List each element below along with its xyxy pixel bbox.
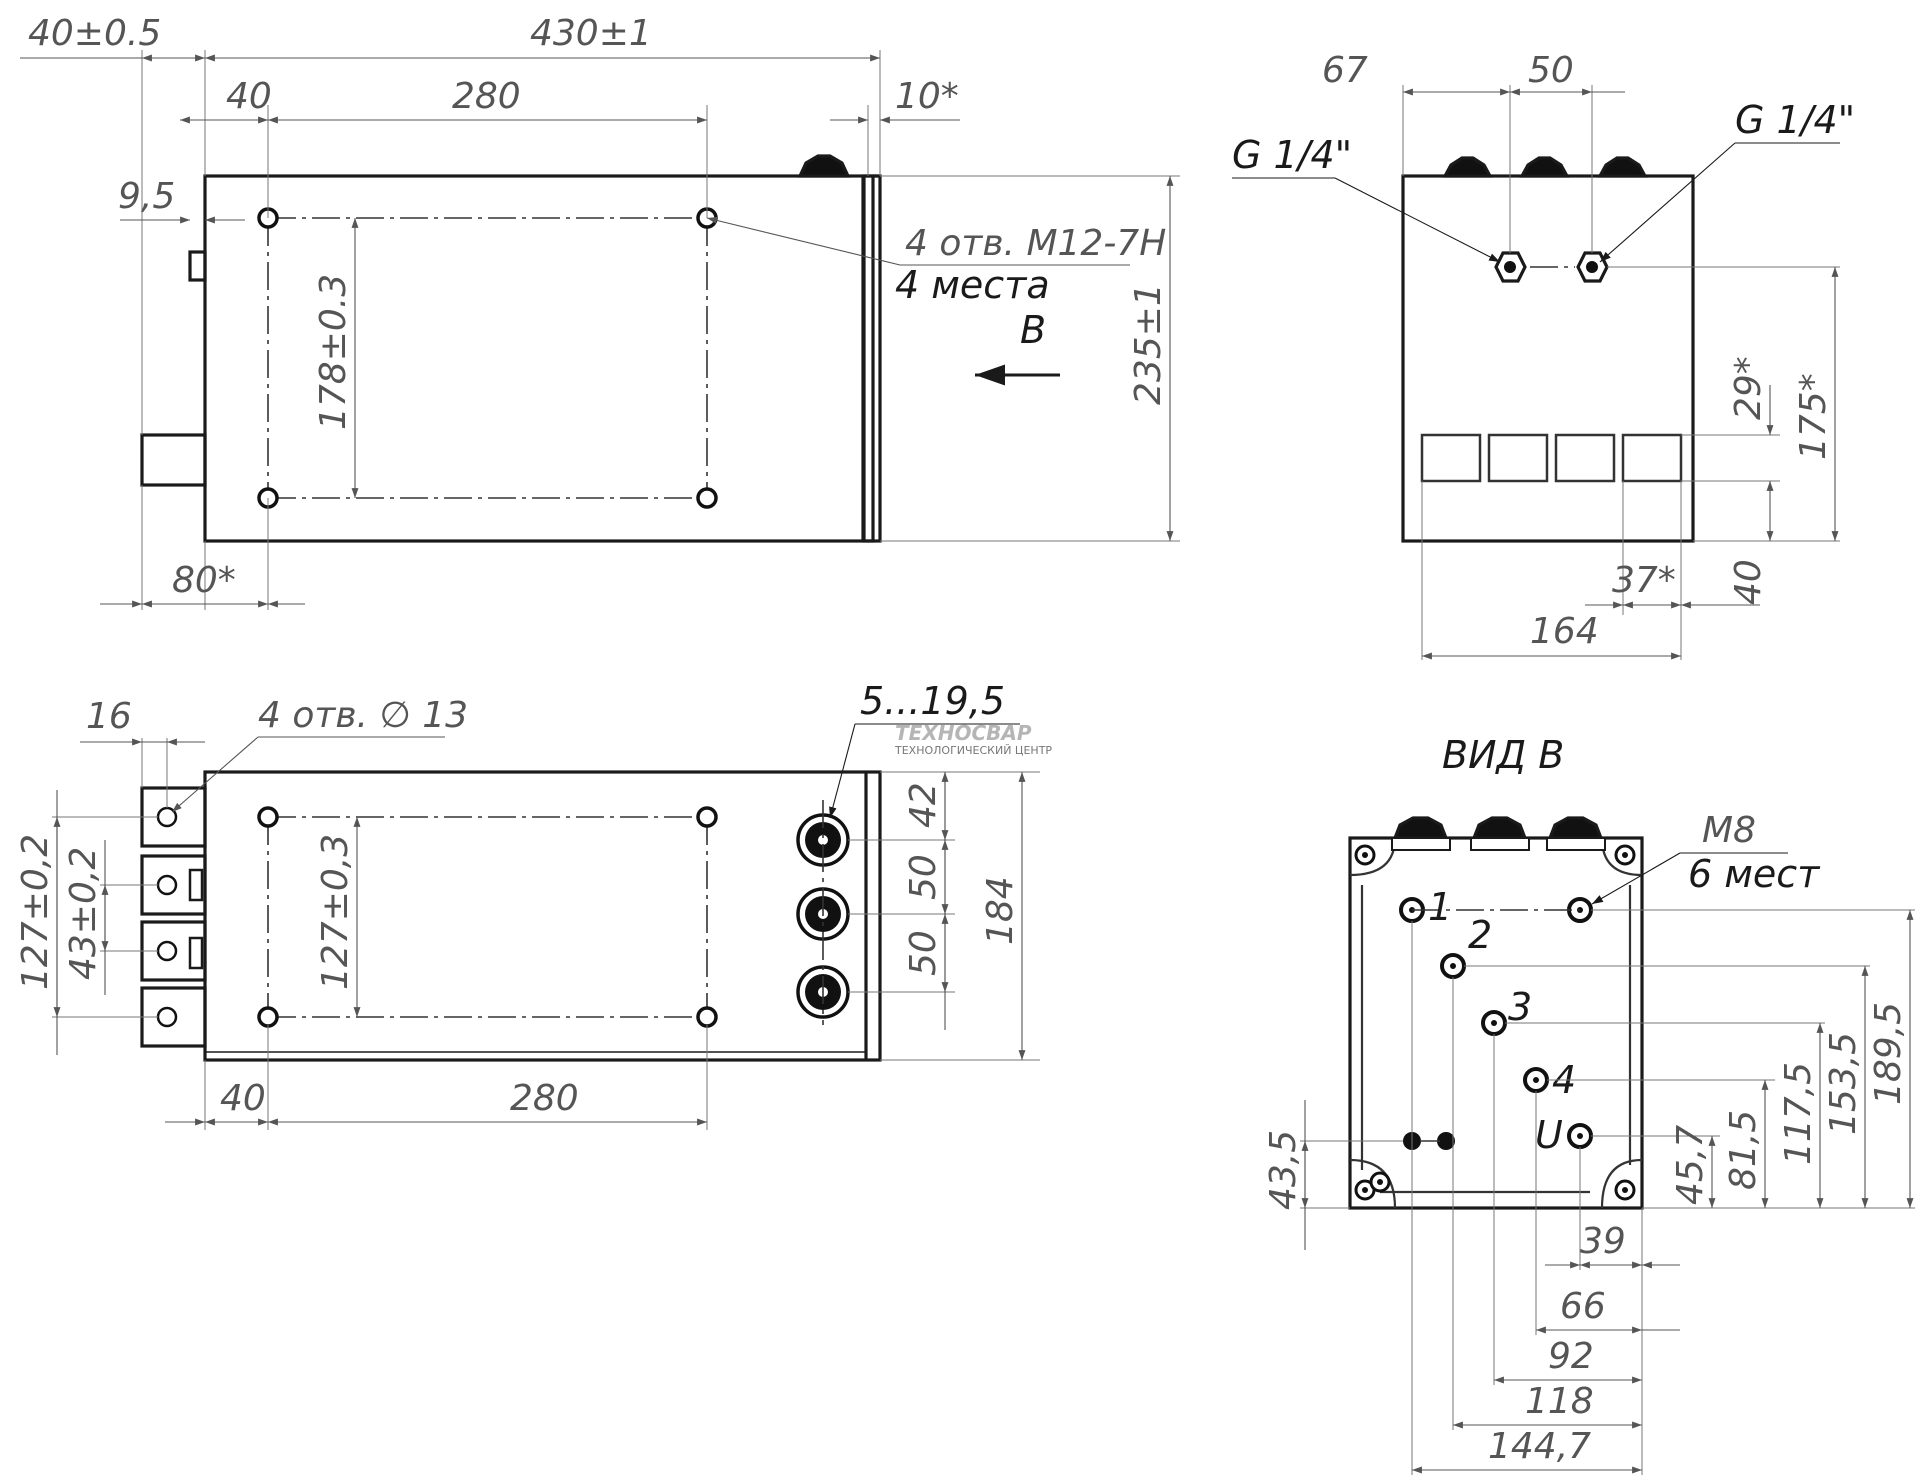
dim-overall-length: 430±1: [530, 13, 652, 54]
dim-81-5: 81,5: [1723, 1110, 1764, 1190]
front-fitting: [797, 154, 851, 178]
dim-29: 29*: [1728, 356, 1769, 420]
dim-144-7: 144,7: [1488, 1426, 1591, 1467]
terminal-4: [1523, 1067, 1549, 1093]
dim-117-5: 117,5: [1778, 1062, 1819, 1165]
front-thread-note: 4 отв. М12-7Н: [905, 223, 1166, 264]
front-thread-places: 4 места: [895, 263, 1050, 307]
terminal-u: [1567, 1123, 1593, 1149]
dim-153-5: 153,5: [1823, 1032, 1864, 1135]
dim-164: 164: [1530, 611, 1599, 652]
view-b-thread-note: M8: [1702, 810, 1756, 851]
dim-43-5: 43,5: [1263, 1130, 1304, 1210]
front-view: 40±0.5 430±1 40 280 10* 9,5 178±0.3 235±…: [20, 13, 1180, 610]
ground-point: [1437, 1132, 1455, 1150]
dim-holes-y-span: 178±0.3: [313, 274, 354, 430]
front-end-cap: [862, 174, 882, 543]
top-view: 16 4 отв. ∅ 13 5...19,5 127±0,2 43±0,2 1…: [15, 679, 1052, 1130]
dim-lug-inner: 43±0,2: [63, 847, 104, 980]
dim-side-left-offset: 67: [1322, 50, 1368, 91]
fitting-right-label: G 1/4": [1735, 98, 1855, 142]
dim-edge-offset: 9,5: [118, 176, 175, 217]
top-mount-hole: [696, 806, 718, 828]
dim-offset: 40±0.5: [28, 13, 161, 54]
company-logo: ТЕХНОСВАР ТЕХНОЛОГИЧЕСКИЙ ЦЕНТР: [894, 721, 1052, 757]
view-b: ВИД В 1 2 3 4 U: [1263, 733, 1915, 1475]
terminal-box: [1487, 433, 1549, 483]
dim-holes-x-offset: 40: [226, 76, 272, 117]
front-side-stud: [188, 250, 207, 282]
dim-45-7: 45,7: [1670, 1125, 1711, 1205]
dim-holes-span: 280: [452, 76, 521, 117]
terminal-3: [1481, 1010, 1507, 1036]
terminal-box: [1621, 433, 1683, 483]
top-mount-hole: [696, 1006, 718, 1028]
dim-175: 175*: [1793, 373, 1834, 460]
dim-pitch-42: 42: [903, 782, 944, 828]
dim-118: 118: [1525, 1381, 1594, 1422]
logo-subtitle: ТЕХНОЛОГИЧЕСКИЙ ЦЕНТР: [894, 744, 1052, 757]
dim-lug-outer: 127±0,2: [15, 834, 56, 990]
terminal-box: [1420, 433, 1482, 483]
view-b-title: ВИД В: [1442, 733, 1564, 777]
dim-66: 66: [1560, 1286, 1606, 1327]
fitting-left-label: G 1/4": [1232, 133, 1352, 177]
dim-pitch-50a: 50: [903, 854, 944, 900]
terminal-label-2: 2: [1468, 913, 1492, 957]
terminal-label-1: 1: [1428, 885, 1452, 929]
dim-end-cap: 10*: [895, 76, 959, 117]
dim-side-40: 40: [1728, 559, 1769, 605]
top-mount-hole: [257, 806, 279, 828]
logo-name: ТЕХНОСВАР: [895, 721, 1032, 745]
lug-holes-note: 4 отв. ∅ 13: [258, 695, 468, 736]
dim-top-holes-x-offset: 40: [220, 1078, 266, 1119]
dim-37: 37*: [1612, 560, 1676, 601]
front-thread-hole: [696, 487, 718, 509]
dim-189-5: 189,5: [1868, 1002, 1909, 1105]
dim-lug-width: 16: [86, 696, 132, 737]
dim-foot-offset: 80*: [172, 560, 236, 601]
dim-92: 92: [1548, 1336, 1594, 1377]
dim-top-holes-y-span: 127±0,3: [315, 834, 356, 990]
dim-height: 235±1: [1128, 283, 1169, 405]
dim-pitch-50b: 50: [903, 930, 944, 976]
terminal-range-label: 5...19,5: [860, 679, 1005, 723]
view-b-thread-places: 6 мест: [1688, 852, 1821, 896]
dim-top-holes-span: 280: [510, 1078, 579, 1119]
terminal-label-u: U: [1535, 1113, 1563, 1157]
dim-fitting-span: 50: [1528, 50, 1574, 91]
terminal-2: [1440, 953, 1466, 979]
view-arrow-label: B: [1020, 308, 1046, 352]
side-body: [1401, 174, 1695, 543]
dim-39: 39: [1580, 1221, 1626, 1262]
front-body: [203, 174, 875, 543]
side-view: 67 50 G 1/4" G 1/4" 29* 175* 40 37* 164: [1232, 50, 1855, 660]
terminal-box: [1554, 433, 1616, 483]
top-mount-hole: [257, 1006, 279, 1028]
top-body: [203, 770, 882, 1062]
front-foot: [140, 433, 207, 487]
dim-top-width: 184: [980, 876, 1021, 945]
terminal-label-3: 3: [1508, 985, 1532, 1029]
